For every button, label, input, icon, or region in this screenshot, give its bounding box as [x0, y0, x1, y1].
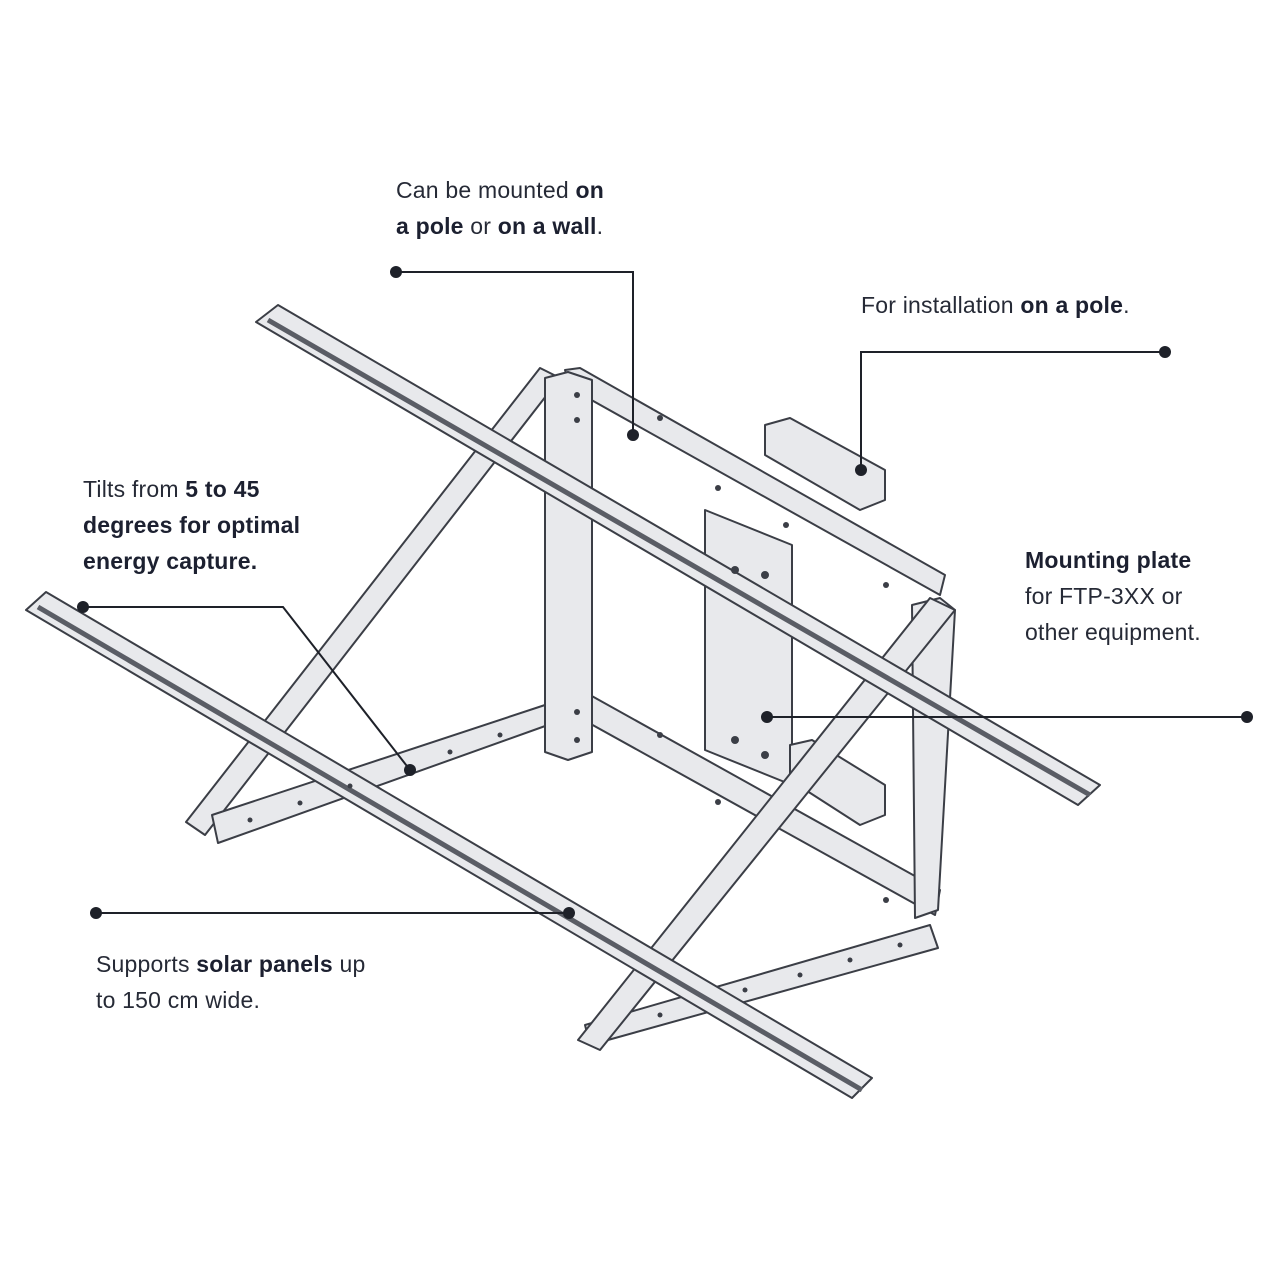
pole-clamp-top [764, 417, 886, 511]
text-bold: on a wall [497, 213, 597, 239]
callout-leader-lines [83, 271, 1247, 914]
text: to 150 cm wide. [96, 987, 261, 1013]
text: For installation [861, 292, 1021, 318]
diagonal-strut-left [185, 367, 561, 836]
diagonal-strut-right [577, 597, 956, 1051]
text-bold: on [575, 177, 604, 203]
text-bold: Mounting plate [1025, 547, 1192, 573]
text-bold: degrees for optimal [83, 512, 301, 538]
callout-dots [77, 266, 1253, 919]
text-bold: a pole [396, 213, 464, 239]
right-post [911, 597, 956, 919]
text: up [332, 951, 366, 977]
callout-pole-installation: For installation on a pole. [861, 287, 1130, 323]
mounting-plate [704, 509, 793, 786]
callout-mounting-plate: Mounting plate for FTP-3XX or other equi… [1025, 542, 1201, 650]
text: . [1123, 292, 1130, 318]
left-post [544, 371, 593, 761]
text-bold: energy capture. [83, 548, 258, 574]
text-bold: solar panels [196, 951, 333, 977]
text-bold: on a pole [1020, 292, 1124, 318]
text: Tilts from [83, 476, 186, 502]
callout-panel-support: Supports solar panels up to 150 cm wide. [96, 946, 365, 1018]
text: for FTP-3XX or [1025, 583, 1183, 609]
text: . [596, 213, 604, 239]
callout-mounting-options: Can be mounted on a pole or on a wall. [396, 172, 604, 244]
callout-tilt-range: Tilts from 5 to 45 degrees for optimal e… [83, 471, 300, 579]
text: other equipment. [1025, 619, 1201, 645]
text: Can be mounted [396, 177, 576, 203]
text: or [463, 213, 498, 239]
text: Supports [96, 951, 197, 977]
text-bold: 5 to 45 [185, 476, 260, 502]
